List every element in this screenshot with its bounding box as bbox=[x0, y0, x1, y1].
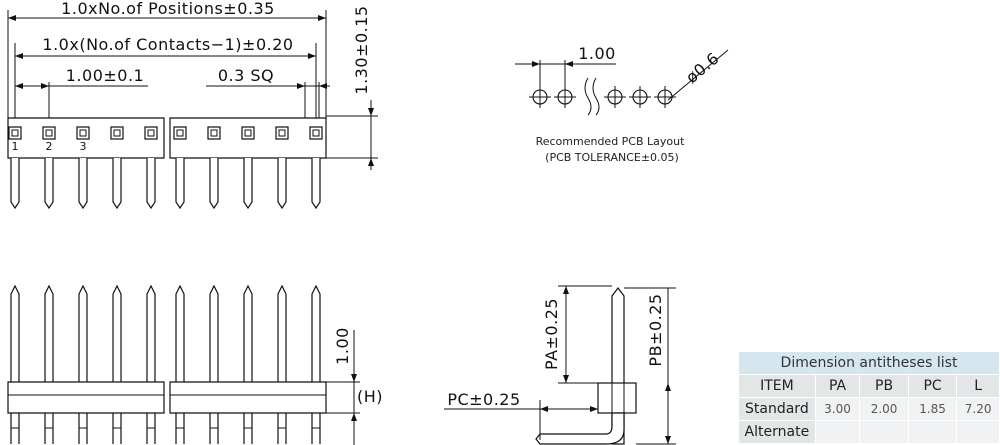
contact-square-inner bbox=[147, 129, 155, 137]
cell-pc bbox=[907, 420, 958, 444]
height-dimension: 1.30±0.15 bbox=[352, 5, 371, 94]
header-pb: PB bbox=[859, 374, 909, 398]
pcb-layout-title: Recommended PCB Layout bbox=[536, 135, 686, 148]
pin-tail bbox=[44, 158, 54, 210]
pb-dimension: PB±0.25 bbox=[646, 293, 665, 366]
pin bbox=[44, 284, 54, 444]
dimension-table: Dimension antitheses list ITEM PA PB PC … bbox=[738, 351, 1000, 444]
cell-pa bbox=[814, 420, 861, 444]
header-item: ITEM bbox=[738, 374, 816, 398]
contacts-dimension: 1.0x(No.of Contacts−1)±0.20 bbox=[42, 35, 293, 54]
header-pa: PA bbox=[814, 374, 861, 398]
side-pins bbox=[10, 284, 321, 444]
pin bbox=[209, 284, 219, 444]
pitch-dimension: 1.00±0.1 bbox=[66, 66, 144, 85]
cell-pb: 2.00 bbox=[859, 397, 909, 421]
contact-square-inner bbox=[312, 129, 320, 137]
contact-square-inner bbox=[244, 129, 252, 137]
pin bbox=[78, 284, 88, 444]
pin-number-2: 2 bbox=[46, 140, 53, 153]
pin bbox=[112, 284, 122, 444]
pin-tail bbox=[243, 158, 253, 210]
table-row: Alternate bbox=[738, 420, 1000, 444]
pin-tail bbox=[112, 158, 122, 210]
table-caption: Dimension antitheses list bbox=[738, 351, 1000, 375]
pin bbox=[175, 284, 185, 444]
pcb-layout: 1.00 ø0.6 Recommended PCB Layout (PCB TO… bbox=[515, 44, 729, 164]
pin bbox=[146, 284, 156, 444]
right-angle-view: PA±0.25 PB±0.25 PC±0.25 bbox=[444, 285, 676, 445]
pin bbox=[10, 284, 20, 444]
row-item: Alternate bbox=[738, 420, 816, 444]
front-view: 1.0xNo.of Positions±0.35 1.0x(No.of Cont… bbox=[7, 0, 378, 210]
pin bbox=[311, 284, 321, 444]
side-view: 1.00 (H) bbox=[7, 284, 383, 445]
contact-square-inner bbox=[113, 129, 121, 137]
cell-l bbox=[956, 420, 1000, 444]
contact-square-inner bbox=[45, 129, 53, 137]
pin-tail bbox=[277, 158, 287, 210]
cell-pb bbox=[859, 420, 909, 444]
sq-dimension: 0.3 SQ bbox=[218, 66, 274, 85]
pin bbox=[243, 284, 253, 444]
cell-pc: 1.85 bbox=[907, 397, 958, 421]
pin-tail bbox=[311, 158, 321, 210]
pcb-pitch-dimension: 1.00 bbox=[578, 44, 616, 63]
pcb-tolerance-note: (PCB TOLERANCE±0.05) bbox=[545, 151, 679, 164]
side-height-dimension: 1.00 bbox=[333, 327, 352, 365]
contact-square-inner bbox=[11, 129, 19, 137]
row-item: Standard bbox=[738, 397, 816, 421]
contact-square-inner bbox=[278, 129, 286, 137]
pin-tail bbox=[10, 158, 20, 210]
pa-dimension: PA±0.25 bbox=[542, 298, 561, 370]
pin-tail bbox=[146, 158, 156, 210]
header-l: L bbox=[956, 374, 1000, 398]
pc-dimension: PC±0.25 bbox=[447, 390, 520, 409]
positions-dimension: 1.0xNo.of Positions±0.35 bbox=[61, 0, 275, 18]
contact-square-inner bbox=[79, 129, 87, 137]
pcb-holes bbox=[529, 86, 676, 108]
pin-tail bbox=[175, 158, 185, 210]
contact-square-inner bbox=[210, 129, 218, 137]
pin-number-3: 3 bbox=[80, 140, 87, 153]
pin-tail bbox=[78, 158, 88, 210]
header-pc: PC bbox=[907, 374, 958, 398]
table-row: Standard 3.00 2.00 1.85 7.20 bbox=[738, 397, 1000, 421]
contact-square-inner bbox=[176, 129, 184, 137]
front-pins bbox=[8, 126, 323, 210]
pin-number-1: 1 bbox=[12, 140, 19, 153]
cell-pa: 3.00 bbox=[814, 397, 861, 421]
table-header-row: ITEM PA PB PC L bbox=[738, 374, 1000, 398]
pin bbox=[277, 284, 287, 444]
cell-l: 7.20 bbox=[956, 397, 1000, 421]
h-label: (H) bbox=[357, 387, 383, 406]
pin-tail bbox=[209, 158, 219, 210]
hole-diameter-dimension: ø0.6 bbox=[682, 49, 723, 87]
